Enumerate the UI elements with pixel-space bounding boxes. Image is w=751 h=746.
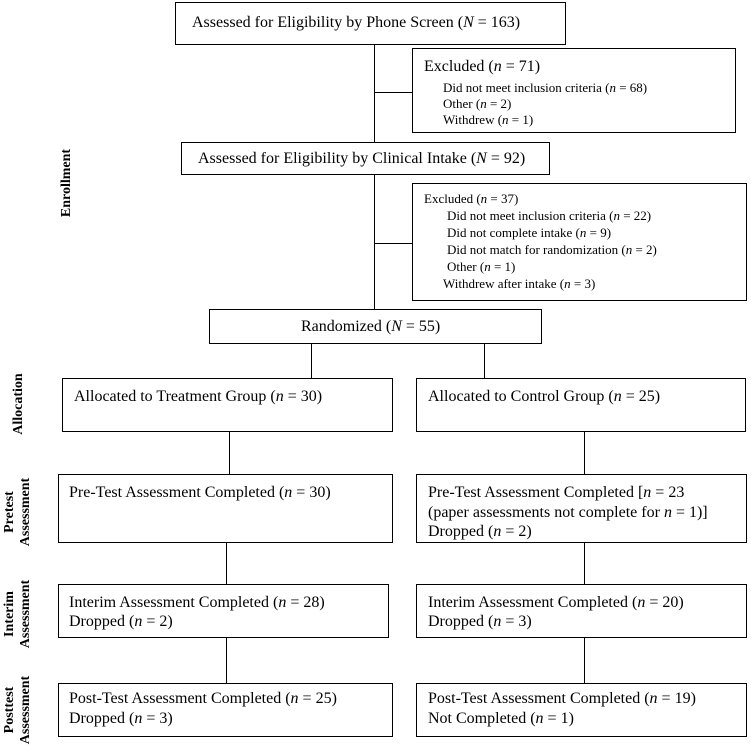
control-interim-box: Interim Assessment Completed (n = 20) Dr…: [416, 584, 747, 638]
clinical-intake-text: Assessed for Eligibility by Clinical Int…: [198, 150, 526, 167]
section-label-enrollment: Enrollment: [59, 148, 74, 218]
connector-control-interim-to-posttest: [584, 638, 586, 683]
excluded-phone-item: Withdrew (n = 1): [443, 112, 534, 127]
treatment-pretest-text: Pre-Test Assessment Completed (n = 30): [69, 484, 331, 501]
connector-randomized-to-control: [484, 344, 486, 378]
control-posttest-not-completed: Not Completed (n = 1): [428, 710, 574, 727]
control-interim-text: Interim Assessment Completed (n = 20): [428, 594, 684, 611]
connector-treatment-interim-to-posttest: [226, 638, 228, 683]
connector-treatment-alloc-to-pretest: [229, 432, 231, 474]
section-label-posttest-line1: Posttest: [2, 686, 17, 734]
randomized-box: Randomized (N = 55): [209, 309, 542, 344]
section-label-interim-line1: Interim: [2, 591, 17, 637]
section-label-posttest-line2: Assessment: [18, 675, 33, 745]
control-allocation-text: Allocated to Control Group (n = 25): [428, 388, 661, 405]
treatment-posttest-text: Post-Test Assessment Completed (n = 25): [69, 690, 337, 707]
excluded-phone-item: Other (n = 2): [443, 96, 512, 111]
section-label-interim-line2: Assessment: [18, 579, 33, 649]
connector-treatment-pretest-to-interim: [226, 543, 228, 584]
excluded-phone-item: Did not meet inclusion criteria (n = 68): [443, 80, 648, 95]
excluded-phone-box: Excluded (n = 71) Did not meet inclusion…: [412, 48, 736, 133]
control-posttest-box: Post-Test Assessment Completed (n = 19) …: [416, 683, 747, 737]
connector-control-pretest-to-interim: [584, 543, 586, 584]
excluded-intake-item: Did not complete intake (n = 9): [447, 225, 612, 240]
treatment-posttest-box: Post-Test Assessment Completed (n = 25) …: [58, 683, 393, 737]
excluded-intake-item: Other (n = 1): [447, 259, 516, 274]
connector-control-alloc-to-pretest: [584, 432, 586, 474]
section-label-posttest: Posttest Assessment: [2, 676, 34, 744]
excluded-intake-item: Did not meet inclusion criteria (n = 22): [447, 208, 652, 223]
control-posttest-text: Post-Test Assessment Completed (n = 19): [428, 690, 696, 707]
control-pretest-dropped: Dropped (n = 2): [428, 523, 532, 540]
excluded-intake-title: Excluded (n = 37): [424, 191, 519, 206]
connector-to-excluded2: [374, 243, 412, 245]
control-pretest-box: Pre-Test Assessment Completed [n = 23 (p…: [416, 474, 747, 543]
phone-screen-box: Assessed for Eligibility by Phone Screen…: [175, 2, 566, 45]
excluded-phone-title: Excluded (n = 71): [424, 58, 541, 75]
excluded-intake-item: Did not match for randomization (n = 2): [447, 242, 657, 257]
treatment-posttest-dropped: Dropped (n = 3): [69, 710, 173, 727]
connector-intake-to-randomized: [374, 175, 376, 309]
connector-phone-to-intake: [374, 45, 376, 142]
control-pretest-text: Pre-Test Assessment Completed [n = 23: [428, 484, 685, 501]
connector-to-excluded1: [374, 92, 412, 94]
excluded-intake-item: Withdrew after intake (n = 3): [443, 276, 596, 291]
randomized-text: Randomized (N = 55): [301, 318, 441, 335]
connector-randomized-to-treatment: [311, 344, 313, 378]
excluded-intake-box: Excluded (n = 37) Did not meet inclusion…: [412, 183, 747, 301]
section-label-interim: Interim Assessment: [2, 580, 34, 648]
section-label-pretest-line2: Assessment: [18, 477, 33, 547]
phone-screen-text: Assessed for Eligibility by Phone Screen…: [192, 14, 521, 31]
treatment-interim-box: Interim Assessment Completed (n = 28) Dr…: [58, 584, 389, 638]
control-interim-dropped: Dropped (n = 3): [428, 613, 532, 630]
treatment-allocation-box: Allocated to Treatment Group (n = 30): [62, 378, 393, 432]
treatment-pretest-box: Pre-Test Assessment Completed (n = 30): [58, 474, 393, 543]
control-pretest-note: (paper assessments not complete for n = …: [428, 504, 708, 521]
section-label-pretest: Pretest Assessment: [2, 478, 34, 546]
treatment-interim-text: Interim Assessment Completed (n = 28): [69, 594, 325, 611]
control-allocation-box: Allocated to Control Group (n = 25): [416, 378, 746, 432]
treatment-allocation-text: Allocated to Treatment Group (n = 30): [74, 388, 323, 405]
clinical-intake-box: Assessed for Eligibility by Clinical Int…: [181, 142, 550, 175]
treatment-interim-dropped: Dropped (n = 2): [69, 613, 173, 630]
section-label-allocation: Allocation: [11, 373, 26, 435]
section-label-pretest-line1: Pretest: [2, 491, 17, 533]
